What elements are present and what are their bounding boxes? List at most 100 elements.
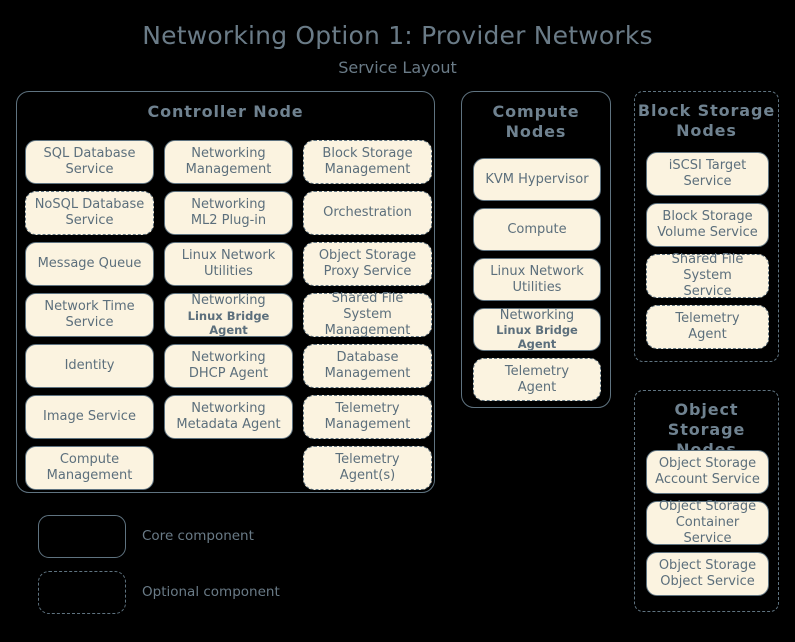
service-box-label-line-2: Service	[683, 283, 732, 299]
service-box-label-line-1: KVM Hypervisor	[485, 171, 589, 187]
service-box-label-line-1: Networking	[191, 401, 266, 417]
service-box-label-line-2: Agent	[688, 327, 727, 342]
service-box-label-line-1: Database	[336, 350, 399, 366]
service-box-label-line-1: Linux Network	[181, 248, 276, 264]
service-box-label-line-1: Networking	[499, 307, 575, 323]
service-box-label-line-2: Management	[185, 162, 272, 177]
service-box-label-line-1: Message Queue	[37, 256, 142, 272]
service-box-label-line-2: Service	[65, 213, 114, 228]
service-box-label-line-2: Management	[324, 366, 411, 381]
service-box-label-line-1: Telemetry	[504, 363, 570, 379]
service-box-label-line-1: Identity	[64, 358, 115, 374]
group-object-storage-nodes[interactable]: Object Storage Nodes Object StorageAccou…	[634, 390, 779, 612]
service-box-label-line-1: Orchestration	[323, 205, 412, 221]
service-box-label-line-1: Object Storage	[318, 248, 417, 264]
service-box-label-line-1: Shared File System	[671, 252, 744, 284]
service-box-orchestration[interactable]: Orchestration	[303, 191, 432, 235]
page-subtitle: Service Layout	[338, 57, 457, 77]
group-title-line-1: Block Storage	[637, 101, 776, 120]
group-title-compute-nodes: Compute Nodes	[462, 92, 610, 142]
service-box-label-line-2: Linux Bridge Agent	[187, 308, 270, 337]
service-box-label-line-2: Management	[46, 468, 133, 483]
service-box-label-line-1: Telemetry	[335, 401, 400, 417]
service-box-kvm-hypervisor[interactable]: KVM Hypervisor	[473, 158, 601, 201]
service-box-label-line-1: Image Service	[43, 409, 136, 425]
service-box-label-line-2: Management	[324, 322, 411, 338]
service-box-compute[interactable]: Compute	[473, 208, 601, 251]
group-title-line-1: Object	[674, 400, 739, 419]
service-box-label-line-1: Object Storage	[658, 456, 757, 472]
service-box-label-line-1: Compute	[59, 452, 120, 468]
service-box-label-line-2: Linux Bridge Agent	[496, 323, 578, 352]
service-box-label-line-1: Networking	[191, 146, 266, 162]
service-box-label-line-1: Network Time	[44, 299, 135, 315]
service-box-label-line-1: Networking	[191, 197, 266, 213]
service-box-label-line-1: Compute	[507, 221, 567, 237]
service-box-label-line-2: Metadata Agent	[176, 417, 281, 432]
service-box-image-service[interactable]: Image Service	[25, 395, 154, 439]
group-title-line-1: Compute	[492, 102, 580, 121]
service-box-label-line-1: Telemetry	[675, 311, 740, 327]
service-box-label-line-2: Volume Service	[657, 225, 758, 240]
service-box-label-line-1: Block Storage	[662, 209, 753, 225]
service-box-label-line-2: Agent	[517, 379, 557, 395]
service-box-label-line-1: NoSQL Database	[34, 197, 145, 213]
legend-swatch-core	[38, 515, 126, 558]
service-box-label-line-1: Object Storage	[658, 558, 757, 574]
service-box-label-line-2: Utilities	[204, 264, 253, 279]
group-title-controller-node: Controller Node	[147, 102, 304, 121]
service-box-label-line-2: DHCP Agent	[188, 366, 269, 381]
service-box-label-line-1: SQL Database	[43, 146, 136, 162]
service-box-label-line-1: Shared File System	[331, 291, 404, 323]
service-box-label-line-2: Object Service	[660, 574, 755, 589]
title-block: Networking Option 1: Provider Networks S…	[0, 22, 795, 76]
service-box-message-queue[interactable]: Message Queue	[25, 242, 154, 286]
service-box-label-line-1: Telemetry	[335, 452, 400, 468]
service-box-label-line-1: Linux Network	[490, 263, 584, 279]
service-box-label-line-1: iSCSI Target	[668, 158, 747, 174]
service-box-label-line-1: Networking	[191, 293, 266, 309]
service-box-label-line-2: Agent(s)	[339, 468, 396, 483]
service-box-label-line-1: Object Storage	[658, 499, 757, 515]
group-title-line-2: Nodes	[505, 122, 567, 141]
service-box-label-line-2: Proxy Service	[323, 264, 412, 279]
legend-label-optional: Optional component	[142, 584, 280, 600]
group-title-line-2: Nodes	[676, 121, 737, 140]
service-box-identity[interactable]: Identity	[25, 344, 154, 388]
service-box-label-line-1: Block Storage	[322, 146, 413, 162]
service-box-label-line-2: Service	[65, 315, 114, 330]
legend-swatch-optional	[38, 571, 126, 614]
service-box-label-line-2: Management	[324, 417, 411, 432]
service-box-label-line-2: Management	[324, 162, 411, 177]
page-title: Networking Option 1: Provider Networks	[142, 21, 653, 50]
